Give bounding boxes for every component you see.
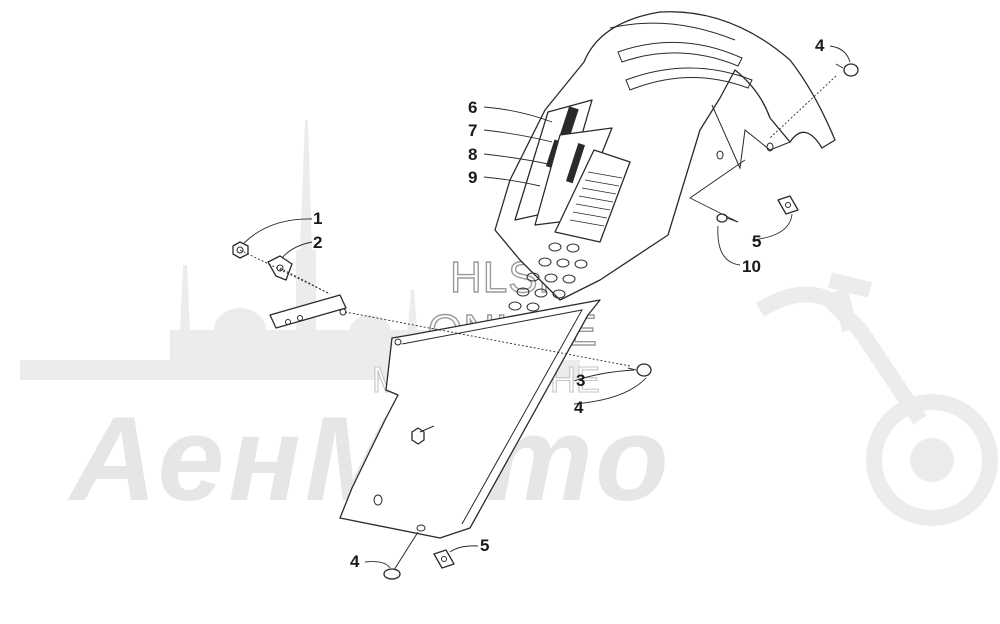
callout-2: 2 (313, 233, 322, 252)
callout-1: 1 (313, 209, 322, 228)
leader-3 (573, 369, 635, 382)
callout-9: 9 (468, 168, 477, 187)
callout-4-top: 4 (815, 36, 825, 55)
leader-4-bottom (364, 561, 391, 569)
callout-7: 7 (468, 121, 477, 140)
callout-4-bottom: 4 (350, 552, 360, 571)
callout-8: 8 (468, 145, 477, 164)
leader-5-top (751, 213, 793, 241)
leader-2 (281, 241, 313, 259)
leader-2-bracket (279, 267, 331, 295)
clip-item-5-bottom (433, 549, 455, 569)
lower-fender-flap (339, 299, 601, 539)
leader-5-bottom (449, 545, 479, 553)
callout-10: 10 (742, 257, 761, 276)
leader-4-top-callout (829, 45, 851, 63)
pushpin-item-4-mid (627, 363, 652, 377)
leader-4-mid (573, 377, 647, 405)
leader-8 (483, 153, 549, 165)
leader-1-bracket (239, 249, 331, 295)
bolt-item-3 (411, 425, 435, 445)
leader-10-bracket (689, 159, 746, 223)
leader-7 (483, 129, 553, 143)
callout-4-mid: 4 (574, 398, 584, 417)
callout-5-bottom: 5 (480, 536, 489, 555)
leader-9 (483, 176, 541, 187)
warning-decals (514, 99, 631, 243)
leader-10 (717, 225, 741, 266)
vent-holes (508, 242, 588, 312)
leader-6 (483, 106, 553, 123)
callout-5-top: 5 (752, 232, 761, 251)
pushpin-item-4-top (835, 63, 859, 77)
callout-6: 6 (468, 98, 477, 117)
watermark-motorcycle (755, 272, 998, 526)
clip-item-5-top (777, 195, 799, 215)
leader-axis-left (344, 311, 631, 367)
leader-4-top (769, 75, 837, 139)
leader-1 (243, 218, 313, 244)
pushpin-item-4-bottom (383, 531, 419, 580)
left-bracket (269, 294, 347, 329)
callout-3: 3 (576, 371, 585, 390)
